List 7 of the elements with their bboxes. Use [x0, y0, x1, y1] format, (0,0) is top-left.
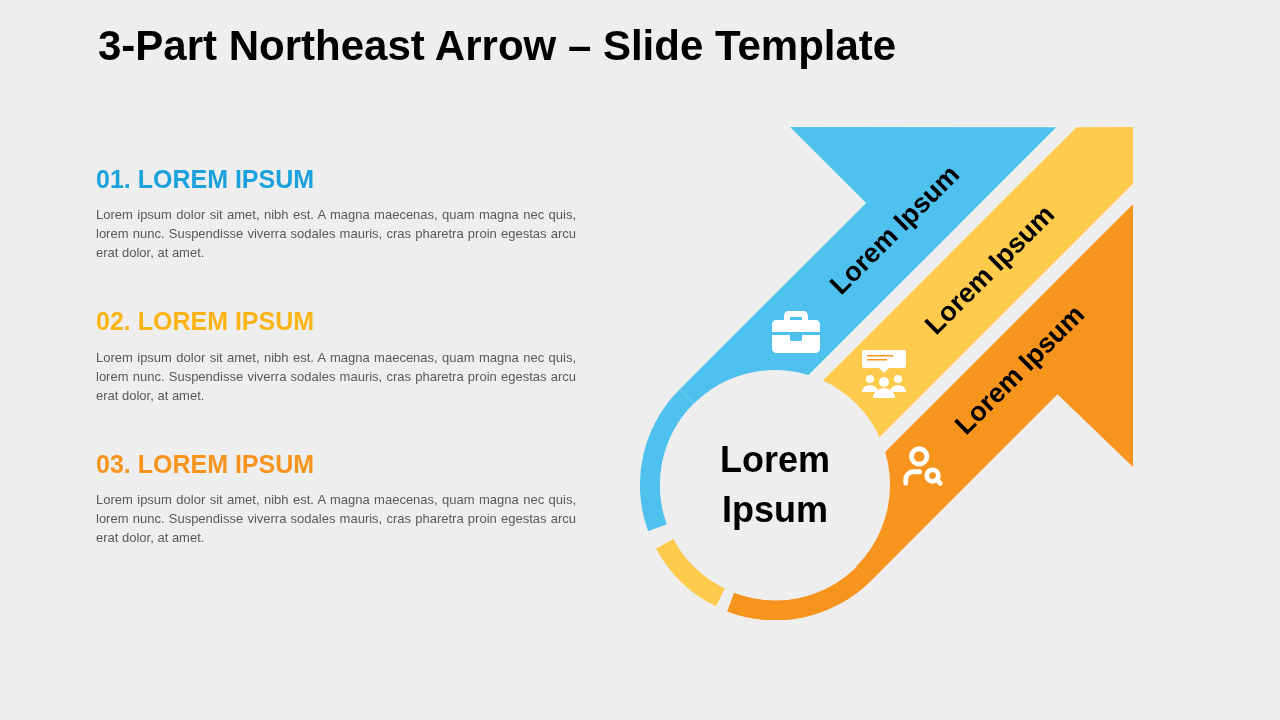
section-heading: 02. LOREM IPSUM — [96, 306, 316, 338]
section-text: Lorem ipsum dolor sit amet, nibh est. A magna maecenas, quam magna nec quis, lorem nunc. Suspendisse viverra sodales mauris, cras pharetra proin egestas arcu erat dolor, at amet. — [96, 348, 576, 405]
section-heading: 03. LOREM IPSUM — [96, 448, 316, 480]
slide-title: 3-Part Northeast Arrow – Slide Template — [98, 21, 897, 71]
section-heading: 01. LOREM IPSUM — [96, 164, 316, 195]
section-text: Lorem ipsum dolor sit amet, nibh est. A magna maecenas, quam magna nec quis, lorem nunc. Suspendisse viverra sodales mauris, cras pharetra proin egestas arcu erat dolor, at amet. — [96, 490, 576, 547]
section-text: Lorem ipsum dolor sit amet, nibh est. A magna maecenas, quam magna nec quis, lorem nunc. Suspendisse viverra sodales mauris, cras pharetra proin egestas arcu erat dolor, at amet. — [96, 206, 576, 263]
